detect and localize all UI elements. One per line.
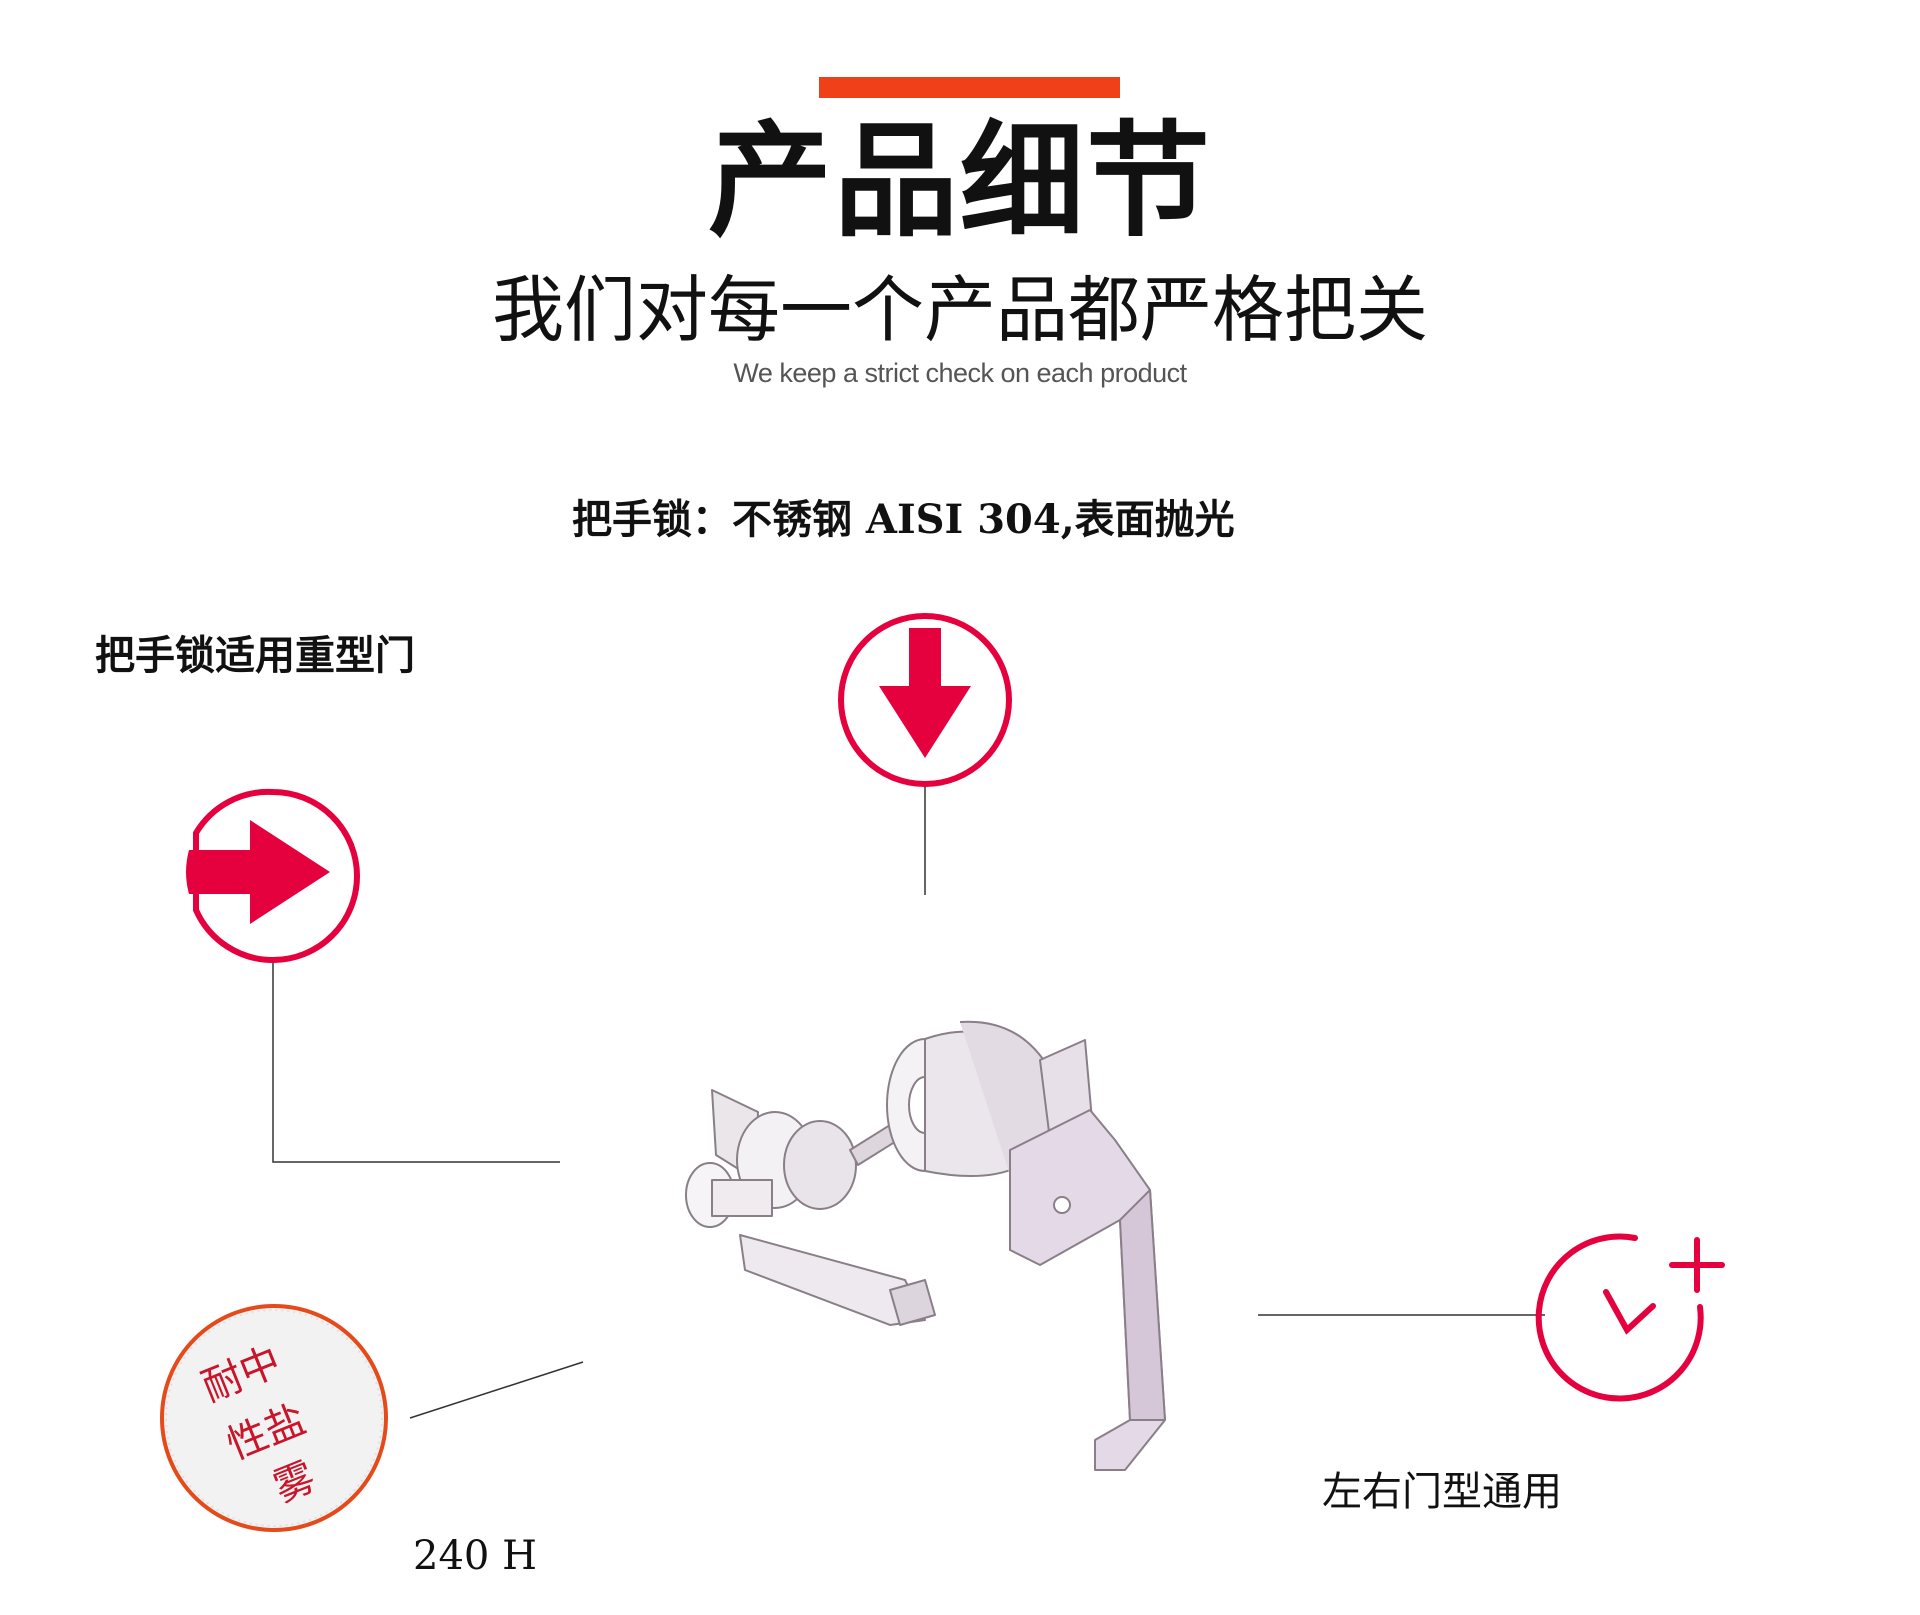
leader-line-left <box>272 955 560 1163</box>
page-subtitle: 我们对每一个产品都严格把关 <box>491 268 1428 352</box>
material-spec: 把手锁：不锈钢 AISI 304,表面抛光 <box>572 496 1235 543</box>
accent-bar <box>819 77 1120 98</box>
handle-lock-illustration <box>685 1020 1166 1471</box>
leader-line-badge <box>409 1361 584 1419</box>
arrow-right-icon <box>186 788 360 964</box>
clock-plus-icon <box>1535 1233 1725 1402</box>
leader-lines <box>272 785 1545 1419</box>
heavy-door-label: 把手锁适用重型门 <box>95 632 415 679</box>
salt-spray-hours: 240 H <box>413 1533 537 1579</box>
salt-spray-badge <box>160 1304 388 1532</box>
arrow-down-icon <box>838 613 1012 787</box>
page-subtitle-en: We keep a strict check on each product <box>733 358 1187 388</box>
page-title: 产品细节 <box>707 110 1212 254</box>
door-type-label: 左右门型通用 <box>1322 1469 1562 1515</box>
salt-spray-badge-text: 耐中 性盐 雾 <box>195 1330 365 1511</box>
